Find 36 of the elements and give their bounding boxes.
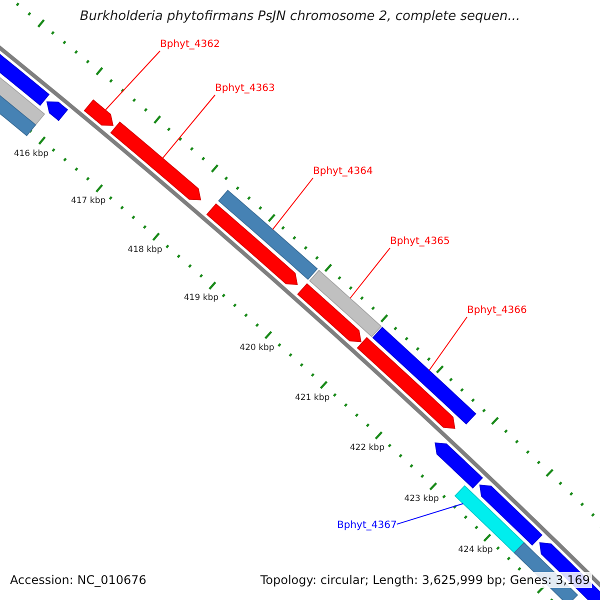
leader-line — [396, 503, 464, 525]
gene-label: Bphyt_4362 — [160, 39, 220, 51]
map-title: Burkholderia phytofirmans PsJN chromosome 2, complete sequen... — [78, 9, 522, 24]
gene-bar — [372, 326, 476, 425]
scale-label: 420 kbp — [240, 342, 274, 353]
scale-label: 417 kbp — [71, 196, 106, 206]
gene-bar — [110, 121, 202, 200]
gene-bar — [206, 203, 298, 285]
gene-label: Bphyt_4363 — [215, 83, 275, 95]
gene-bar — [84, 99, 114, 126]
gene-bar — [454, 485, 526, 555]
scale-label: 422 kbp — [350, 442, 384, 453]
accession-text: Accession: NC_010676 — [9, 572, 148, 588]
gene-bar — [218, 190, 318, 280]
gene-label: Bphyt_4365 — [390, 236, 450, 248]
leader-line — [272, 178, 314, 230]
gene-bar — [309, 270, 382, 338]
leader-line — [428, 316, 468, 371]
leader-line — [104, 50, 160, 110]
scale-label: 421 kbp — [295, 392, 330, 403]
scale-label: 418 kbp — [128, 244, 162, 255]
gene-bar — [356, 337, 456, 429]
scale-label: 419 kbp — [184, 293, 219, 304]
gene-bar — [46, 101, 68, 122]
scale-label: 424 kbp — [458, 545, 493, 556]
gene-bar — [479, 484, 542, 546]
scale-label: 423 kbp — [404, 494, 439, 504]
gene-label: Bphyt_4366 — [467, 305, 527, 317]
summary-text: Topology: circular; Length: 3,625,999 bp; Genes: 3,169 — [258, 572, 592, 588]
gene-label: Bphyt_4364 — [313, 166, 373, 178]
gene-bar — [297, 283, 362, 342]
gene-label: Bphyt_4367 — [337, 520, 397, 532]
leader-line — [350, 248, 390, 299]
scale-label: 416 kbp — [14, 148, 48, 159]
gene-bar — [434, 442, 483, 489]
leader-line — [162, 94, 216, 159]
